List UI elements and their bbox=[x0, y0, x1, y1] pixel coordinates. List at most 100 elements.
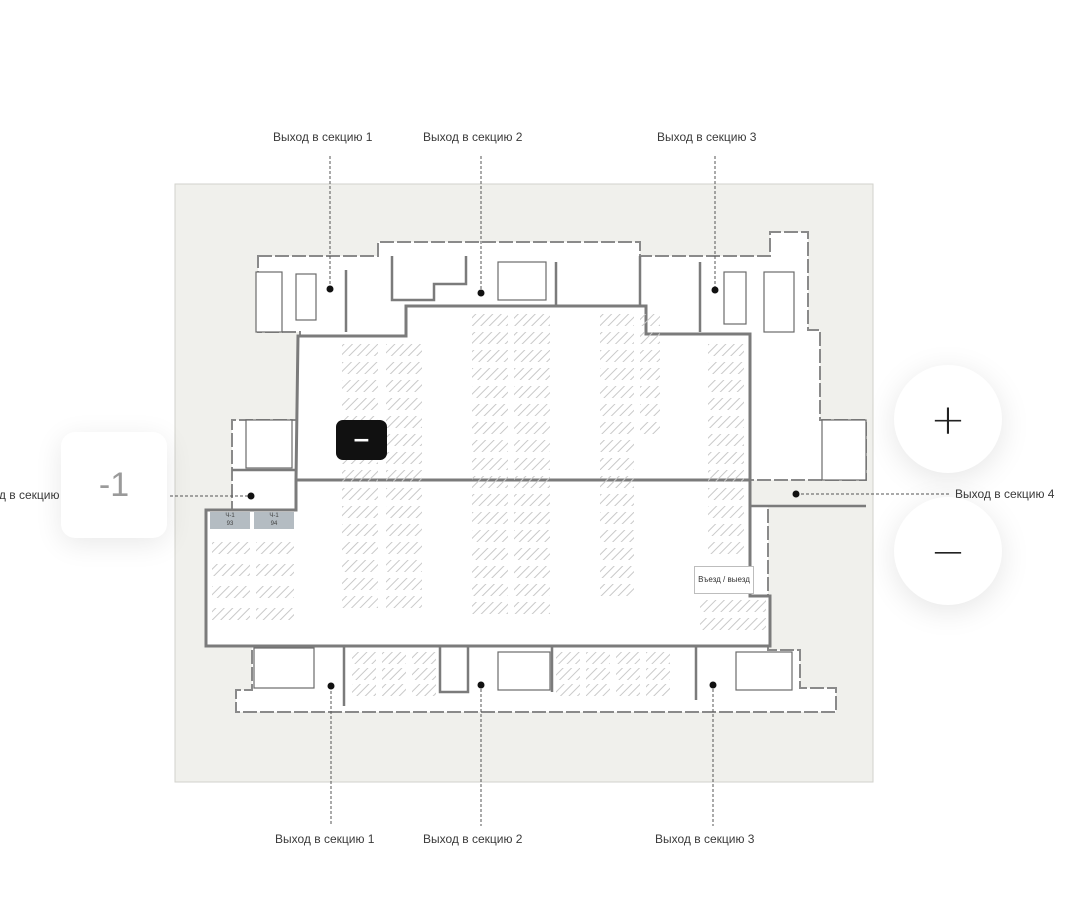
parking-bay bbox=[514, 422, 550, 434]
parking-bay bbox=[256, 564, 294, 576]
parking-bay bbox=[708, 488, 744, 500]
exit-label-bottom-1: Выход в секцию 1 bbox=[275, 832, 375, 846]
parking-bay bbox=[472, 476, 508, 488]
slot-tag[interactable]: Ч-1 93 bbox=[210, 512, 250, 529]
parking-bay bbox=[472, 494, 508, 506]
parking-bay bbox=[514, 314, 550, 326]
parking-bay bbox=[640, 386, 660, 398]
parking-bay bbox=[708, 542, 744, 554]
exit-label-right-4: Выход в секцию 4 bbox=[955, 487, 1055, 501]
level-indicator[interactable]: -1 bbox=[61, 432, 167, 538]
exit-label-bottom-2: Выход в секцию 2 bbox=[423, 832, 523, 846]
parking-bay bbox=[708, 470, 744, 482]
parking-bay bbox=[212, 564, 250, 576]
parking-bay bbox=[514, 566, 550, 578]
parking-bay bbox=[514, 386, 550, 398]
parking-bay bbox=[600, 530, 634, 542]
parking-bay bbox=[342, 596, 378, 608]
parking-bay bbox=[600, 566, 634, 578]
parking-bay bbox=[514, 548, 550, 560]
parking-bay bbox=[472, 332, 508, 344]
parking-bay bbox=[586, 668, 610, 680]
zoom-out-button[interactable]: − bbox=[894, 497, 1002, 605]
callout-dots bbox=[247, 285, 800, 690]
parking-bay bbox=[708, 506, 744, 518]
partitions bbox=[232, 256, 866, 706]
parking-bay bbox=[586, 652, 610, 664]
exit-label-bottom-3: Выход в секцию 3 bbox=[655, 832, 755, 846]
parking-bay bbox=[556, 684, 580, 696]
parking-bay bbox=[514, 368, 550, 380]
parking-bay bbox=[472, 440, 508, 452]
parking-bay bbox=[640, 314, 660, 326]
parking-bay bbox=[342, 578, 378, 590]
parking-bay bbox=[412, 668, 436, 680]
parking-bay bbox=[708, 434, 744, 446]
parking-bay bbox=[514, 530, 550, 542]
parking-bay bbox=[386, 524, 422, 536]
zoom-in-button[interactable]: + bbox=[894, 365, 1002, 473]
parking-bay bbox=[600, 404, 634, 416]
parking-bay bbox=[640, 350, 660, 362]
parking-bay bbox=[708, 524, 744, 536]
exit-label-left: Выход в секцию bbox=[0, 488, 60, 502]
parking-bay bbox=[386, 560, 422, 572]
parking-bay bbox=[256, 542, 294, 554]
parking-bay bbox=[514, 332, 550, 344]
parking-bay bbox=[472, 602, 508, 614]
parking-bay bbox=[640, 404, 660, 416]
parking-bay bbox=[600, 512, 634, 524]
parking-bay bbox=[386, 380, 422, 392]
parking-bay bbox=[342, 470, 378, 482]
parking-bay bbox=[412, 652, 436, 664]
parking-bay bbox=[472, 368, 508, 380]
parking-bay bbox=[386, 506, 422, 518]
parking-bay bbox=[386, 362, 422, 374]
parking-bay bbox=[352, 668, 376, 680]
parking-bay bbox=[472, 512, 508, 524]
parking-bay bbox=[600, 476, 634, 488]
slot-tag-line1: Ч-1 bbox=[269, 513, 279, 519]
parking-bay bbox=[212, 586, 250, 598]
parking-bay bbox=[708, 416, 744, 428]
parking-bay bbox=[386, 416, 422, 428]
parking-bay bbox=[646, 652, 670, 664]
parking-bay bbox=[514, 458, 550, 470]
parking-bay bbox=[386, 578, 422, 590]
parking-bay bbox=[600, 422, 634, 434]
parking-bay bbox=[342, 506, 378, 518]
parking-bay bbox=[386, 470, 422, 482]
parking-bays bbox=[212, 314, 766, 696]
parking-bay bbox=[352, 684, 376, 696]
parking-bay bbox=[472, 548, 508, 560]
parking-bay bbox=[600, 350, 634, 362]
parking-bay bbox=[386, 434, 422, 446]
slot-tag[interactable]: Ч-1 94 bbox=[254, 512, 294, 529]
parking-bay bbox=[616, 684, 640, 696]
parking-bay bbox=[556, 652, 580, 664]
parking-bay bbox=[708, 452, 744, 464]
exit-label-top-1: Выход в секцию 1 bbox=[273, 130, 373, 144]
parking-bay bbox=[708, 344, 744, 356]
parking-bay bbox=[386, 542, 422, 554]
parking-bay bbox=[386, 596, 422, 608]
parking-bay bbox=[708, 380, 744, 392]
parking-bay bbox=[342, 524, 378, 536]
parking-bay bbox=[556, 668, 580, 680]
section-badge[interactable]: − bbox=[336, 420, 387, 460]
parking-bay bbox=[600, 494, 634, 506]
parking-bay bbox=[472, 386, 508, 398]
parking-bay bbox=[640, 422, 660, 434]
parking-bay bbox=[472, 422, 508, 434]
parking-bay bbox=[212, 608, 250, 620]
parking-bay bbox=[342, 380, 378, 392]
parking-bay bbox=[514, 476, 550, 488]
stair-cores bbox=[245, 261, 867, 691]
parking-bay bbox=[342, 398, 378, 410]
parking-bay bbox=[646, 668, 670, 680]
parking-bay bbox=[342, 344, 378, 356]
entry-exit-sign: Въезд / выезд bbox=[694, 566, 754, 594]
parking-bay bbox=[514, 350, 550, 362]
parking-bay bbox=[342, 542, 378, 554]
